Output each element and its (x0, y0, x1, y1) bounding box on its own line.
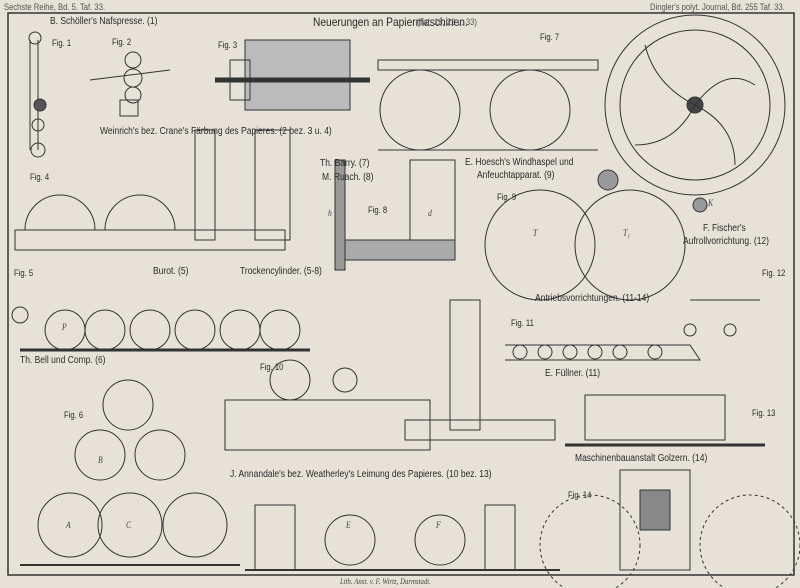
section-burot: Burot. (5) (153, 266, 189, 277)
section-schoeller: B. Schöller's Nafspresse. (1) (50, 16, 158, 27)
reel-wheel (604, 14, 786, 196)
letter-b: B (98, 455, 103, 465)
letter-k: K (708, 198, 714, 208)
fig11-drive (505, 344, 701, 361)
fig10-sizing (224, 359, 431, 451)
fig-label: Fig. 2 (112, 37, 132, 47)
fig-label: Fig. 3 (218, 40, 238, 50)
letter-d: d (428, 208, 432, 218)
fig-label: Fig. 10 (260, 362, 284, 372)
fig-label: Fig. 11 (511, 318, 534, 328)
letter-t: T (533, 228, 538, 238)
fig-label: Fig. 9 (497, 192, 517, 202)
letter-f: F (436, 520, 441, 530)
fig3-cylinder (215, 39, 370, 111)
fig-label: Fig. 6 (64, 410, 84, 420)
annandale-machine (245, 504, 560, 571)
fig5-cylinders (11, 306, 310, 352)
section-hoesch-2: Anfeuchtapparat. (9) (477, 170, 555, 181)
plate-border (7, 12, 795, 576)
fig-label: Fig. 5 (14, 268, 34, 278)
fig-label: Fig. 12 (762, 268, 786, 278)
fig-label: Fig. 4 (30, 172, 50, 182)
section-hoesch-1: E. Hoesch's Windhaspel und (465, 157, 574, 168)
fig1-press (28, 31, 47, 158)
fig9-drums (484, 169, 708, 301)
letter-p: P (62, 322, 67, 332)
series-label: Sechste Reihe, Bd. 5. Taf. 33. (4, 2, 106, 12)
section-fischer-2: Aufrollvorrichtung. (12) (683, 236, 769, 247)
plate-title-ref: (Taf. 16, 22 u. 33) (417, 17, 477, 27)
fig8-section (334, 159, 456, 271)
letter-e: E (346, 520, 351, 530)
fig-label: Fig. 13 (752, 408, 776, 418)
section-barry: Th. Barry. (7) (320, 158, 370, 169)
fig4-drying (14, 129, 291, 251)
section-fischer-1: F. Fischer's (703, 223, 746, 234)
fig-label: Fig. 1 (52, 38, 72, 48)
fig-label: Fig. 7 (540, 32, 560, 42)
plate-title: Neuerungen an Papiermaschinen. (313, 15, 468, 29)
fuellner-machine (404, 299, 765, 447)
letter-h: h (328, 208, 332, 218)
fig2-rolls (89, 51, 171, 117)
section-golzern: Maschinenbauanstalt Golzern. (14) (575, 453, 708, 464)
fig-label: Fig. 8 (368, 205, 388, 215)
section-trocken: Trockencylinder. (5-8) (240, 266, 322, 277)
letter-c: C (126, 520, 132, 530)
fig12-arm (683, 299, 760, 337)
lithographer-credit: Lith. Anst. v. F. Wirtz, Darmstadt. (340, 577, 431, 586)
section-bell: Th. Bell und Comp. (6) (20, 355, 106, 366)
section-antrieb: Antriebsvorrichtungen. (11-14) (535, 293, 650, 304)
fig14-drive (539, 469, 800, 588)
section-annandale: J. Annandale's bez. Weatherley's Leimung… (230, 469, 492, 480)
section-weinrich: Weinrich's bez. Crane's Färbung des Papi… (100, 126, 332, 137)
journal-label: Dingler's polyt. Journal, Bd. 255 Taf. 3… (650, 2, 785, 12)
letter-a: A (66, 520, 71, 530)
section-fuellner: E. Füllner. (11) (545, 368, 601, 379)
fig7-frame (377, 59, 599, 151)
fig6-stack (20, 379, 240, 566)
letter-t1: T₁ (623, 228, 630, 238)
section-ruach: M. Ruach. (8) (322, 172, 374, 183)
fig-label: Fig. 14 (568, 490, 592, 500)
